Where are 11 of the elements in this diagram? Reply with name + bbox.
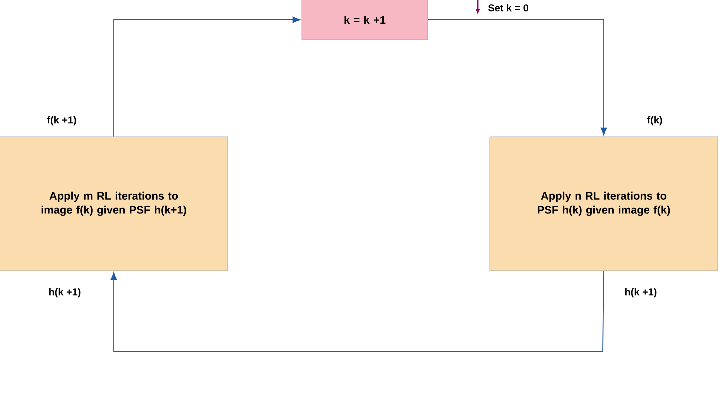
signal-label: f(k +1) xyxy=(47,116,76,126)
signal-label: h(k +1) xyxy=(50,288,81,298)
arrow xyxy=(114,16,300,138)
signal-label: Set k = 0 xyxy=(488,4,528,12)
arrow xyxy=(428,20,608,136)
signal-label: f(k) xyxy=(647,116,662,126)
process-box: Apply m RL iterations to image f(k) given PSF h(k+1) xyxy=(0,136,228,272)
process-box: k = k +1 xyxy=(302,0,428,40)
arrow xyxy=(110,270,604,352)
signal-label: h(k +1) xyxy=(626,288,657,298)
process-box: Apply n RL iterations to PSF h(k) given image f(k) xyxy=(490,136,718,272)
